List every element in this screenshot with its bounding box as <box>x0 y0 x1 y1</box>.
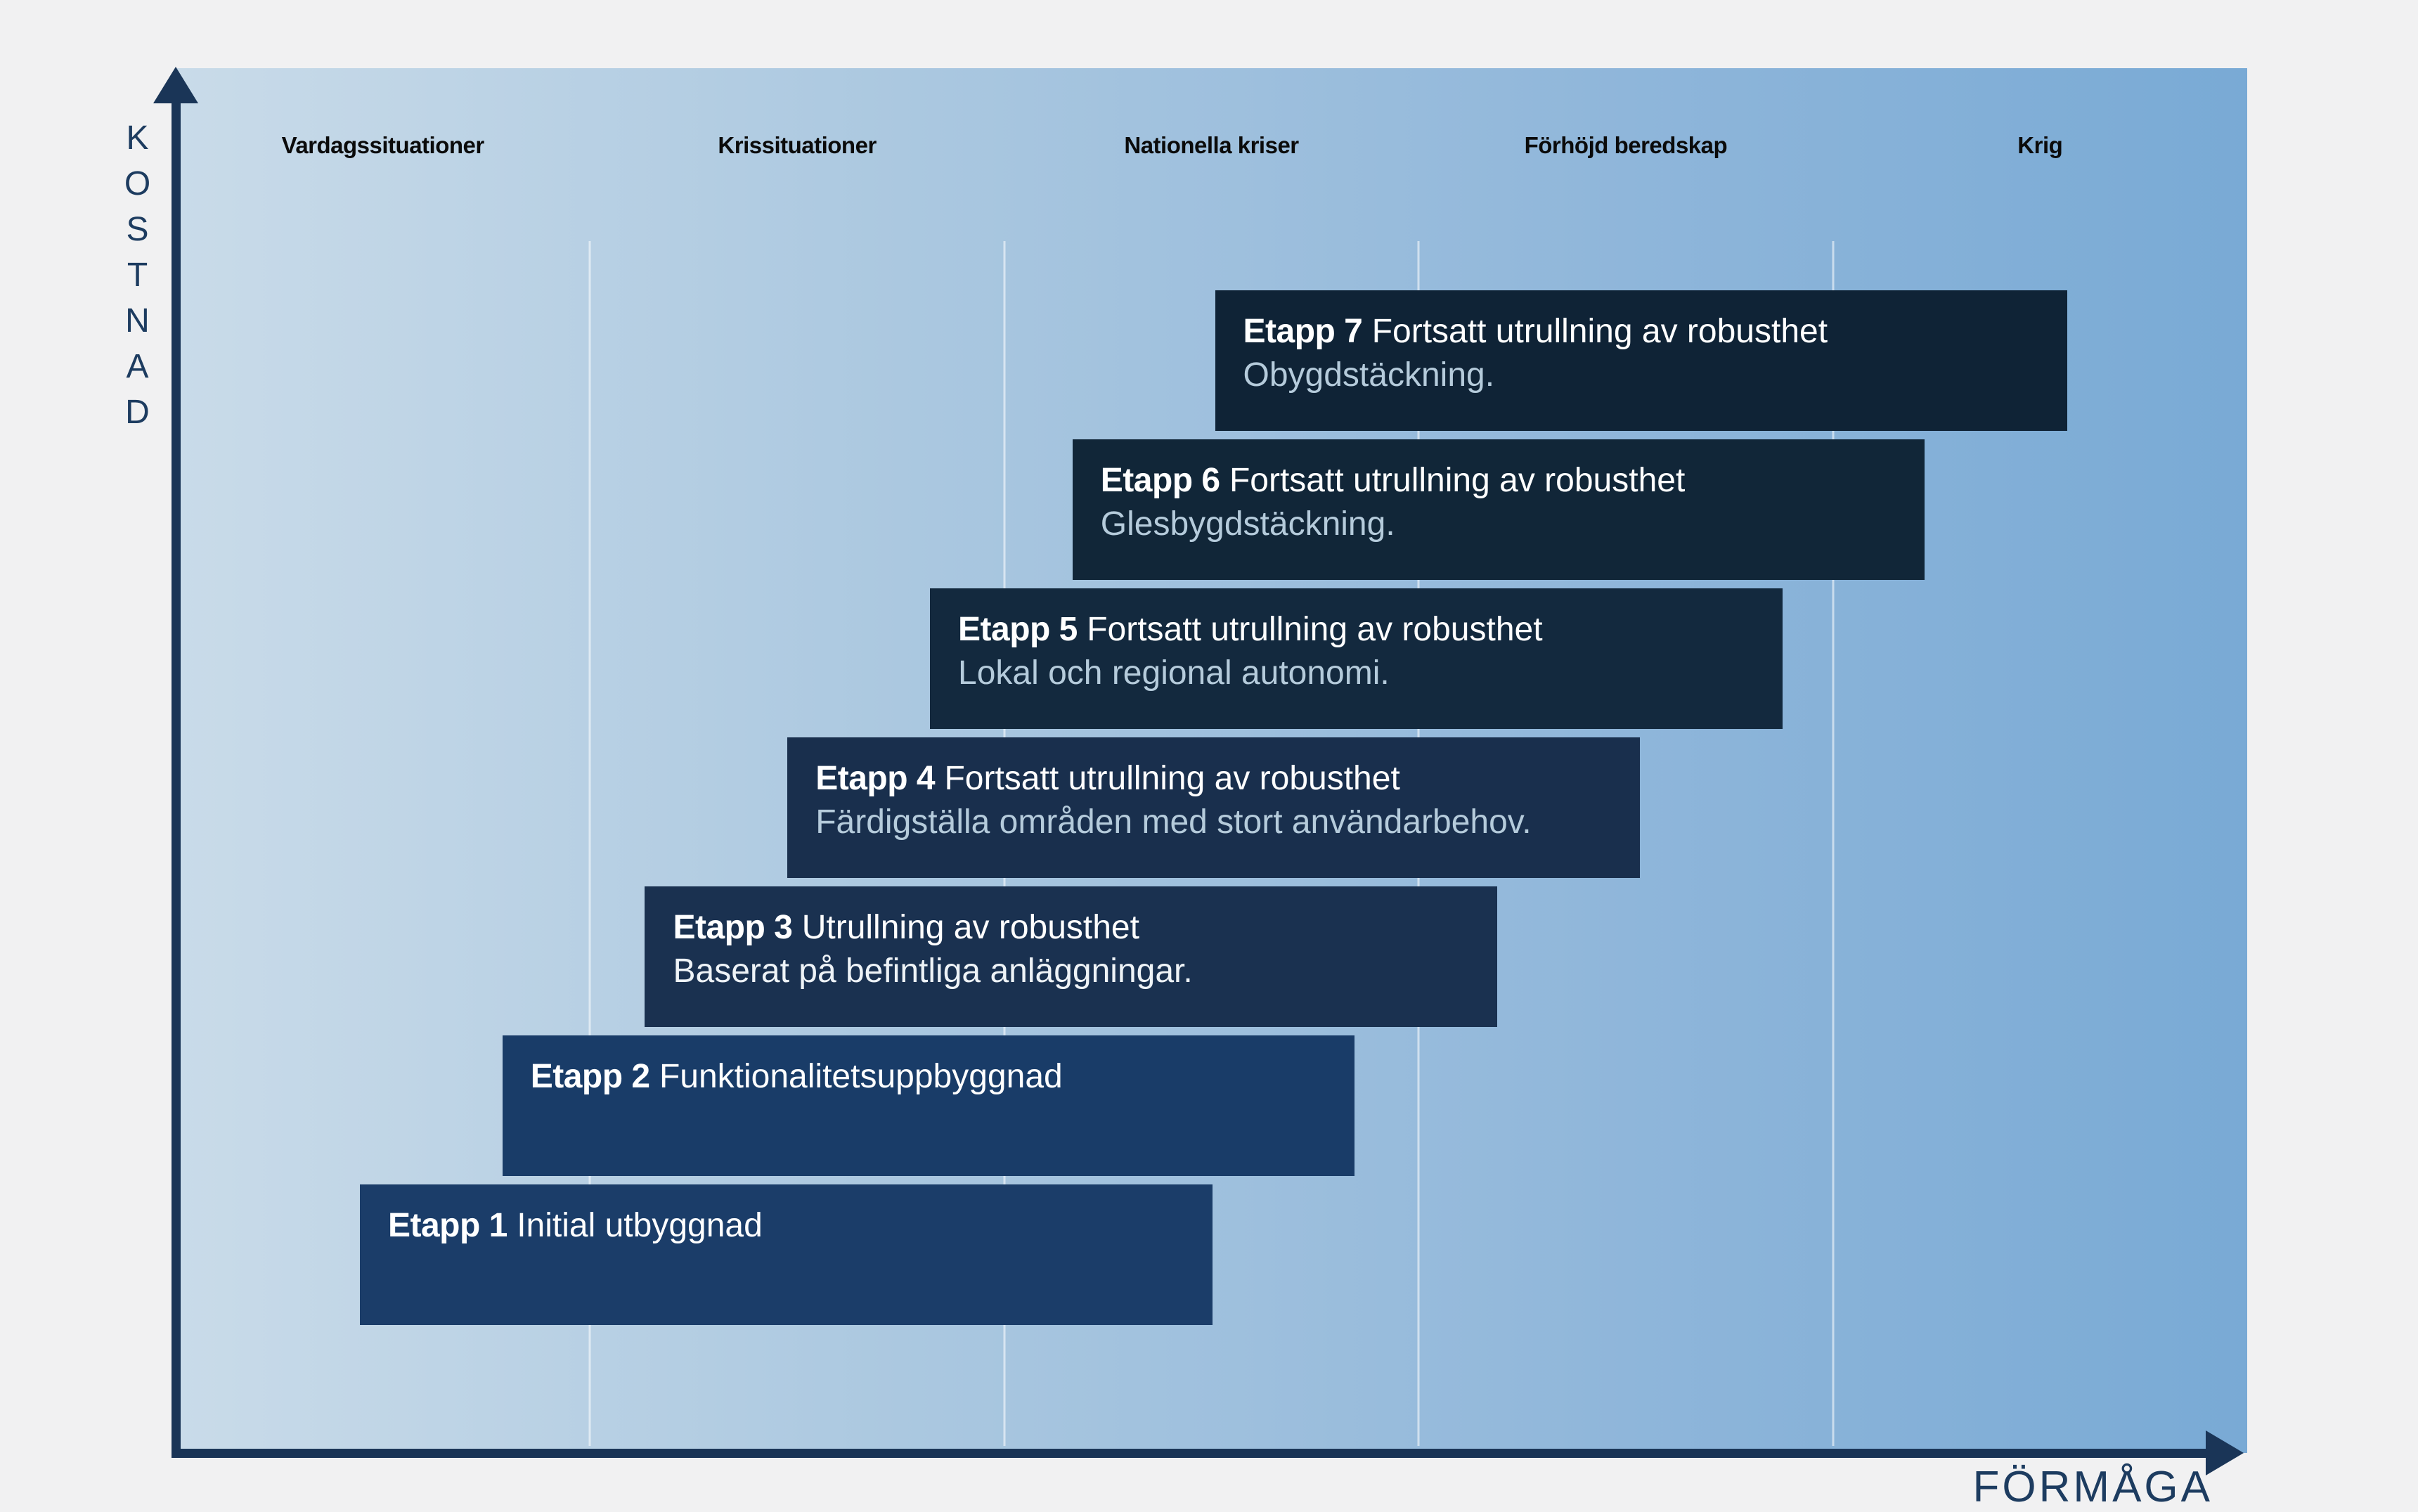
stage-box-6: Etapp 6 Fortsatt utrullning av robusthet… <box>1072 439 1925 581</box>
x-axis-arrow-icon <box>2206 1430 2244 1475</box>
stage-name: Etapp 2 <box>530 1058 650 1096</box>
stage-heading: Etapp 5 Fortsatt utrullning av robusthet <box>958 608 1754 652</box>
stage-name: Etapp 4 <box>815 760 936 798</box>
stage-title: Funktionalitetsuppbyggnad <box>659 1058 1063 1096</box>
stage-box-5: Etapp 5 Fortsatt utrullning av robusthet… <box>930 588 1783 730</box>
stage-name: Etapp 1 <box>387 1207 507 1245</box>
stage-heading: Etapp 6 Fortsatt utrullning av robusthet <box>1101 459 1897 503</box>
stage-title: Fortsatt utrullning av robusthet <box>1087 611 1543 649</box>
x-axis-line <box>172 1449 2207 1458</box>
stage-name: Etapp 5 <box>958 611 1078 649</box>
gridline <box>588 241 591 1447</box>
stage-box-2: Etapp 2 Funktionalitetsuppbyggnad <box>502 1035 1355 1176</box>
y-axis-arrow-icon <box>153 67 198 103</box>
stage-title: Fortsatt utrullning av robusthet <box>1229 462 1686 500</box>
stage-name: Etapp 6 <box>1100 462 1220 500</box>
y-axis-line <box>172 84 181 1458</box>
stage-subtitle: Obygdstäckning. <box>1243 356 1495 394</box>
y-axis-label: KOSTNAD <box>119 119 156 439</box>
stage-name: Etapp 7 <box>1243 313 1363 351</box>
stage-heading: Etapp 1 Initial utbyggnad <box>388 1204 1184 1248</box>
zone-label: Krissituationer <box>718 131 877 158</box>
stage-subtitle: Glesbygdstäckning. <box>1100 505 1395 543</box>
stage-box-4: Etapp 4 Fortsatt utrullning av robusthet… <box>787 737 1640 879</box>
stage-heading: Etapp 7 Fortsatt utrullning av robusthet <box>1243 310 2040 354</box>
zone-label: Förhöjd beredskap <box>1524 131 1728 158</box>
stage-heading: Etapp 3 Utrullning av robusthet <box>673 906 1469 950</box>
zone-label: Vardagssituationer <box>281 131 485 158</box>
chart-area: Vardagssituationer Krissituationer Natione… <box>176 68 2247 1453</box>
stage-subtitle: Lokal och regional autonomi. <box>958 654 1390 692</box>
gridline <box>1832 241 1835 1447</box>
stage-title: Utrullning av robusthet <box>801 909 1139 947</box>
stage-subtitle: Baserat på befintliga anläggningar. <box>673 952 1193 990</box>
zone-label: Nationella kriser <box>1124 131 1299 158</box>
stage-heading: Etapp 4 Fortsatt utrullning av robusthet <box>815 757 1612 801</box>
stage-heading: Etapp 2 Funktionalitetsuppbyggnad <box>531 1055 1327 1099</box>
stage-box-7: Etapp 7 Fortsatt utrullning av robusthet… <box>1215 290 2068 432</box>
stage-title: Initial utbyggnad <box>517 1207 763 1245</box>
x-axis-label: FÖRMÅGA <box>1972 1463 2213 1511</box>
stage-subtitle: Färdigställa områden med stort användarb… <box>815 803 1532 841</box>
stage-box-1: Etapp 1 Initial utbyggnad <box>359 1184 1213 1325</box>
stage-title: Fortsatt utrullning av robusthet <box>1371 313 1828 351</box>
stage-title: Fortsatt utrullning av robusthet <box>944 760 1400 798</box>
stage-name: Etapp 3 <box>673 909 793 947</box>
zone-label: Krig <box>2017 131 2063 158</box>
